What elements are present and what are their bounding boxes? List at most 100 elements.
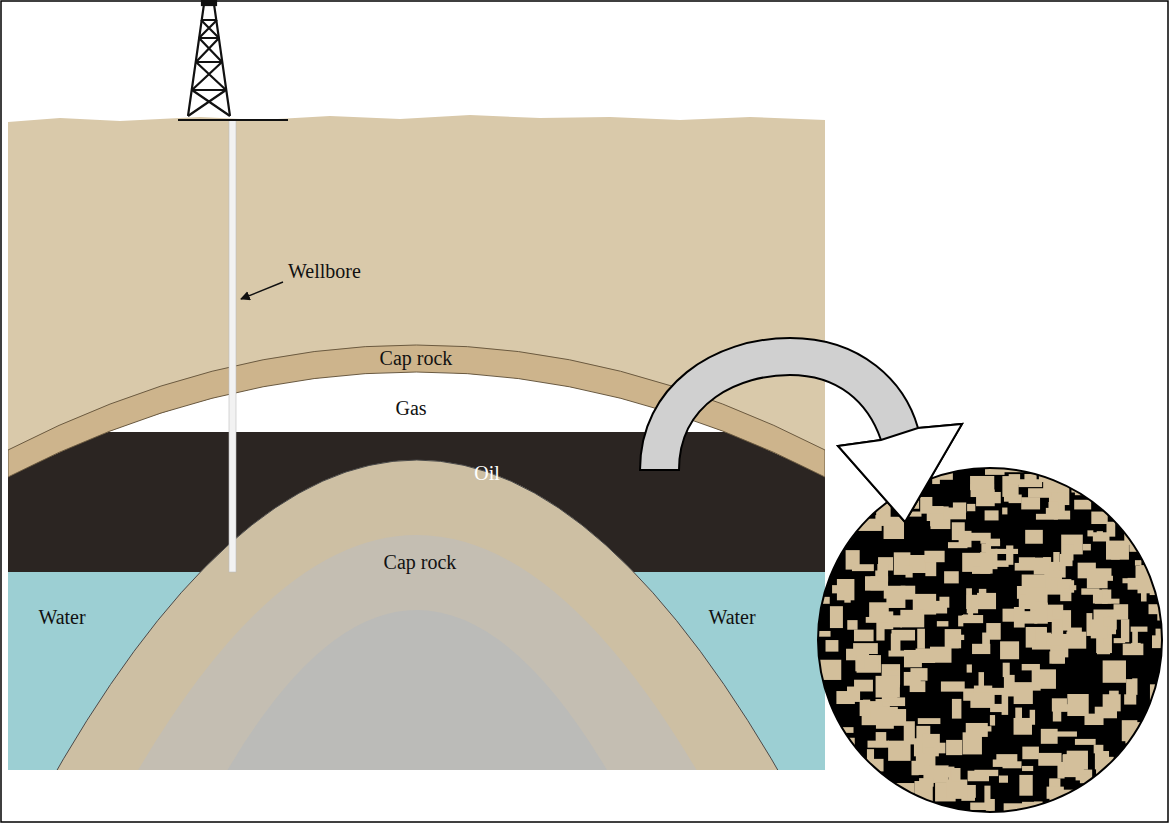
grain <box>910 681 926 692</box>
grain <box>985 510 999 520</box>
grain <box>937 621 949 626</box>
grain <box>854 478 863 501</box>
grain <box>1142 763 1162 770</box>
grain <box>1142 741 1165 752</box>
grain <box>888 796 904 805</box>
grain <box>989 812 1012 824</box>
grain <box>1004 495 1010 501</box>
grain <box>963 732 982 754</box>
grain <box>1062 610 1071 630</box>
grain <box>1026 627 1047 648</box>
grain <box>1014 682 1033 704</box>
grain <box>1069 585 1076 590</box>
grain <box>1123 644 1144 656</box>
grain <box>1004 675 1015 697</box>
grain <box>905 566 912 578</box>
grain <box>868 741 889 748</box>
grain <box>1139 492 1155 513</box>
grain <box>1022 747 1039 760</box>
grain <box>1144 499 1160 516</box>
grain <box>1052 698 1067 711</box>
grain <box>855 656 878 672</box>
grain <box>1109 505 1132 514</box>
grain <box>943 508 966 520</box>
dome-layer <box>190 610 645 770</box>
grain <box>862 501 872 507</box>
grain <box>1103 694 1121 711</box>
grain <box>917 629 925 649</box>
grain <box>1121 619 1129 642</box>
grain <box>1106 775 1125 793</box>
layer-label: Oil <box>474 462 500 484</box>
grain <box>1075 473 1093 493</box>
grain <box>944 571 959 583</box>
grain <box>1083 469 1104 492</box>
grain <box>1134 759 1150 764</box>
grain <box>1145 541 1163 555</box>
grain <box>1014 607 1025 628</box>
grain <box>1021 497 1040 509</box>
grain <box>832 585 854 593</box>
grain <box>1038 753 1061 766</box>
grain <box>1076 775 1091 781</box>
grain <box>1154 795 1170 808</box>
grain <box>999 776 1008 783</box>
grain <box>844 595 850 603</box>
grain <box>1154 722 1170 740</box>
grain <box>952 699 961 719</box>
grain <box>935 601 947 614</box>
grain <box>828 739 836 754</box>
layer-label: Water <box>708 606 755 628</box>
grain <box>1052 650 1065 663</box>
grain <box>1019 557 1035 569</box>
grain <box>1114 604 1129 619</box>
grain <box>1066 812 1087 824</box>
grain <box>1048 502 1058 509</box>
grain <box>1131 627 1148 632</box>
grain <box>1075 739 1096 745</box>
layer-label: Cap rock <box>384 551 457 573</box>
grain <box>967 664 972 672</box>
grain <box>986 623 1000 640</box>
grain <box>1035 628 1046 641</box>
layer-label: Cap rock <box>380 347 453 369</box>
grain <box>1137 739 1149 761</box>
grain <box>1063 544 1074 560</box>
grain <box>1022 766 1033 771</box>
grain <box>974 770 998 776</box>
grain <box>1046 508 1057 518</box>
grain <box>1106 522 1115 537</box>
grain <box>1152 509 1169 527</box>
magnified-view <box>818 468 1162 812</box>
grain <box>1159 692 1170 699</box>
grain <box>967 504 975 511</box>
grain <box>1083 544 1091 551</box>
grain <box>1161 803 1170 808</box>
grain <box>1104 617 1114 626</box>
grain <box>990 715 995 726</box>
grain <box>970 692 994 707</box>
layer-label: Gas <box>395 397 426 419</box>
grain <box>888 651 911 657</box>
grain <box>849 511 856 518</box>
grain <box>1153 546 1160 560</box>
grain <box>843 507 856 526</box>
grain <box>876 676 900 698</box>
grain <box>869 602 889 622</box>
grain <box>1133 735 1155 747</box>
grain <box>1087 570 1108 588</box>
grain <box>851 808 872 824</box>
grain <box>830 741 838 746</box>
grain <box>1151 743 1164 756</box>
grain <box>924 551 944 562</box>
wellbore-label: Wellbore <box>288 260 361 282</box>
grain <box>1143 733 1164 744</box>
grain <box>1095 599 1120 604</box>
grain <box>951 768 960 781</box>
grain <box>852 564 874 571</box>
grain <box>1119 787 1137 797</box>
grain <box>886 586 905 608</box>
